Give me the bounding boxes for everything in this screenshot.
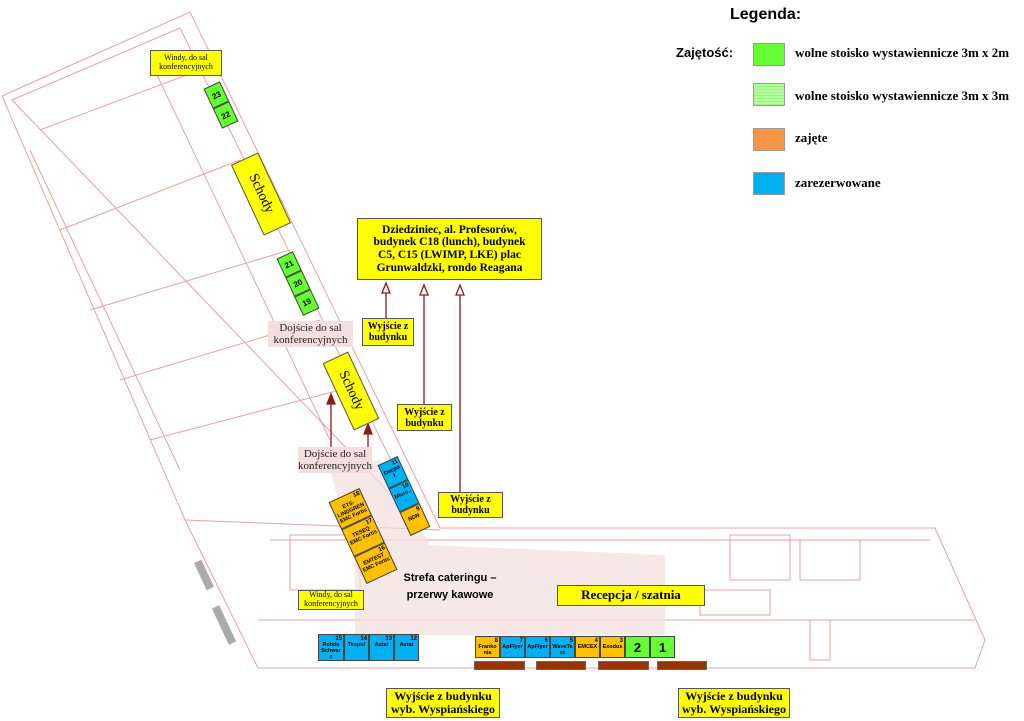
booth-number: 3 — [619, 638, 623, 644]
exit-label-1: Wyjście z budynku — [362, 318, 414, 346]
catering-table — [598, 661, 649, 670]
exit-label-3: Wyjście z budynku — [438, 492, 503, 518]
elevators-bottom-label: Windy, do sal konferencyjnych — [298, 590, 364, 610]
legend-label-free-3x2: wolne stoisko wystawiennicze 3m x 2m — [795, 45, 1010, 60]
booth-exhibitor: EMTEST EMC Fortis — [362, 552, 391, 574]
booth-2[interactable]: 2 — [625, 636, 650, 658]
booth-number: 8 — [494, 638, 498, 644]
legend-label-taken: zajęte — [795, 130, 828, 145]
conference-access-label-1: Dojście do sal konferencyjnych — [268, 321, 353, 347]
legend-label-free-3x3: wolne stoisko wystawiennicze 3m x 3m — [795, 88, 1010, 103]
booth-number: 13 — [385, 636, 392, 642]
booth-exhibitor: Exodus — [602, 644, 623, 650]
booth-exhibitor: Astat — [374, 642, 389, 648]
booth-exhibitor: ApFlyer — [502, 644, 523, 650]
booth-exhibitor: EMCEX — [577, 644, 598, 650]
booth-exhibitor: Dacpol — [383, 464, 402, 480]
booth-exhibitor: TESEQ EMC Fortis — [349, 525, 379, 547]
legend-swatch-free-3x3 — [753, 83, 785, 106]
exit-bottom-label-2: Wyjście z budynku wyb. Wyspiańskiego — [678, 688, 790, 718]
legend-label-reserved: zarezerwowane — [795, 175, 881, 190]
conference-access-label-2: Dojście do sal konferencyjnych — [298, 447, 372, 473]
booth-exhibitor: ApFlyer — [527, 644, 548, 650]
reception-label: Recepcja / szatnia — [557, 585, 705, 606]
booth-number: 5 — [569, 638, 573, 644]
legend-swatch-taken — [753, 128, 785, 151]
booth-number: 12 — [410, 636, 417, 642]
booth-exhibitor: Tespol — [347, 642, 366, 648]
legend-swatch-free-3x2 — [753, 43, 785, 66]
catering-table — [657, 661, 707, 670]
booth-number: 4 — [594, 638, 598, 644]
exit-label-2: Wyjście z budynku — [397, 404, 452, 431]
catering-label: Strefa cateringu – przerwy kawowe — [403, 572, 497, 601]
occupancy-label: Zajętość: — [676, 45, 734, 60]
catering-table — [474, 661, 525, 670]
booth-number: 7 — [519, 638, 523, 644]
booth-exhibitor: NDN — [407, 512, 421, 523]
legend-title: Legenda: — [730, 6, 802, 23]
booth-number: 6 — [544, 638, 548, 644]
booth-exhibitor: Frankonia — [478, 644, 497, 656]
booth-exhibitor: Rohde Schwarz — [321, 642, 341, 660]
courtyard-label: Dziedziniec, al. Profesorów, budynek C18… — [357, 218, 542, 280]
booth-exhibitor: WaveTest — [552, 644, 573, 656]
booth-exhibitor: Micro... — [393, 487, 413, 503]
booth-1[interactable]: 1 — [650, 636, 675, 658]
elevators-top-label: Windy, do sal konferencyjnych — [150, 50, 222, 76]
booth-number: 15 — [335, 636, 342, 642]
legend-swatch-reserved — [753, 172, 785, 195]
catering-table — [536, 661, 586, 670]
booth-number: 14 — [360, 636, 367, 642]
booth-exhibitor: Astat — [399, 642, 414, 648]
exit-bottom-label-1: Wyjście z budynku wyb. Wyspiańskiego — [386, 688, 500, 718]
